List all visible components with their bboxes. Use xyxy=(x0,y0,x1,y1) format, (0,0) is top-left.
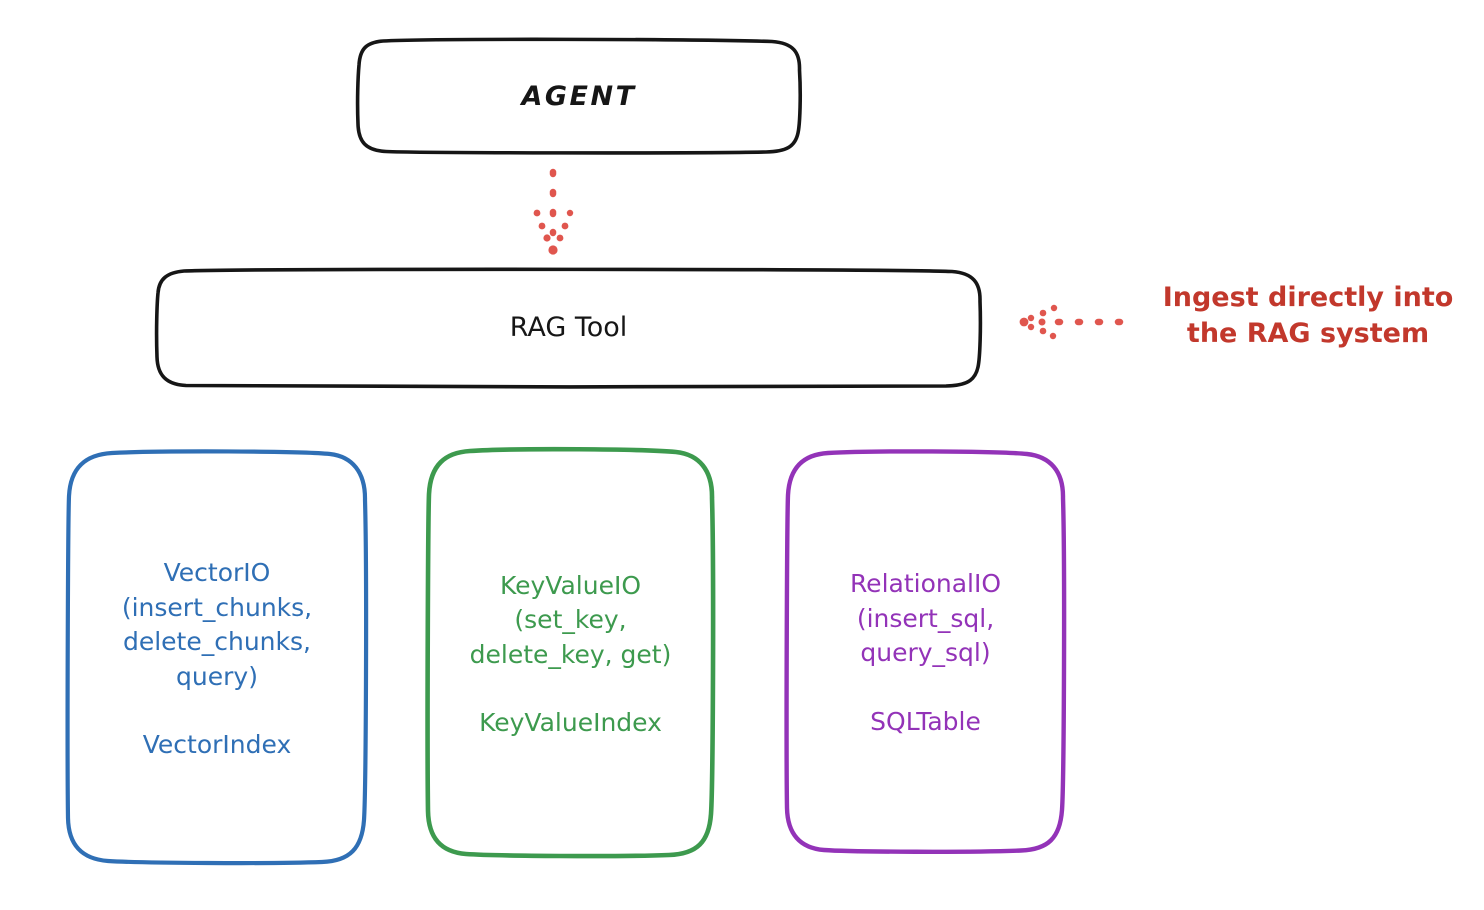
node-key-value-io[interactable]: KeyValueIO (set_key, delete_key, get) Ke… xyxy=(428,450,713,856)
node-rag-tool[interactable]: RAG Tool xyxy=(157,270,980,386)
node-vector-io-sublabel: VectorIndex xyxy=(142,730,292,759)
node-vector-io[interactable]: VectorIO (insert_chunks, delete_chunks, … xyxy=(68,452,366,863)
rag-tool-box-shape[interactable] xyxy=(154,267,983,389)
node-key-value-io-sublabel: KeyValueIndex xyxy=(479,708,662,738)
node-agent[interactable]: AGENT xyxy=(358,40,800,153)
node-vector-io-label: VectorIO (insert_chunks, delete_chunks, … xyxy=(121,558,313,691)
node-relational-io[interactable]: RelationalIO (insert_sql, query_sql) SQL… xyxy=(787,452,1064,851)
node-key-value-io-label: KeyValueIO (set_key, delete_key, get) xyxy=(469,570,672,669)
node-agent-label: AGENT xyxy=(521,80,637,112)
vectorio-box-shape[interactable] xyxy=(65,449,369,866)
node-rag-tool-label: RAG Tool xyxy=(509,312,628,344)
agent-to-rag-tool-arrow xyxy=(533,168,574,255)
keyvalueio-box-shape[interactable] xyxy=(425,446,716,859)
node-relational-io-sublabel: SQLTable xyxy=(870,706,981,736)
ingest-annotation-label: Ingest directly into the RAG system xyxy=(1162,282,1454,349)
node-relational-io-label: RelationalIO (insert_sql, query_sql) xyxy=(849,569,1002,668)
relationalio-box-shape[interactable] xyxy=(784,449,1067,854)
ingest-to-rag-tool-arrow xyxy=(1019,304,1137,340)
agent-box-shape[interactable] xyxy=(355,37,803,155)
